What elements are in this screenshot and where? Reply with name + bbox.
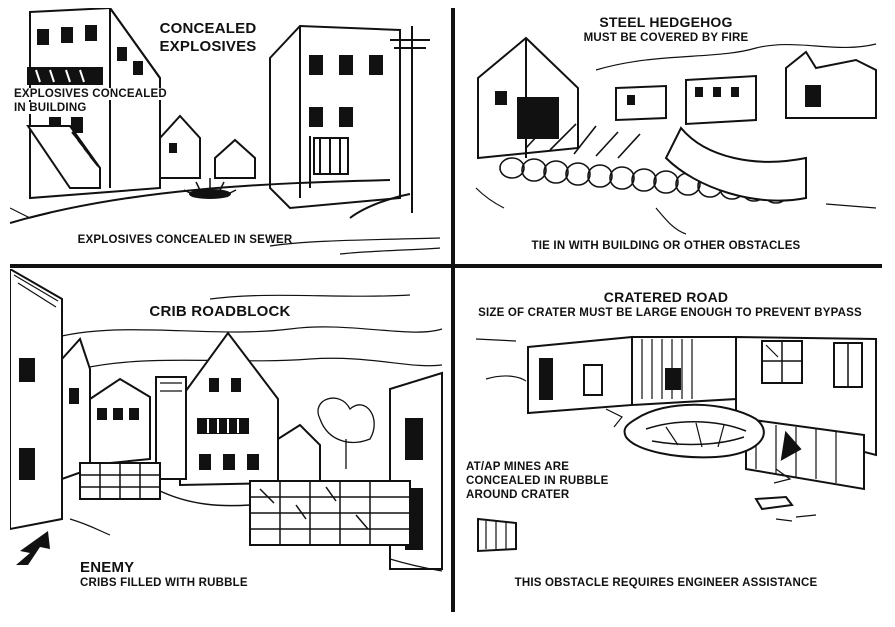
panel-crib-roadblock: CRIB ROADBLOCK ENEMY CRIBS FILLED WITH R… <box>10 269 450 612</box>
panel-steel-hedgehog: STEEL HEDGEHOG MUST BE COVERED BY FIRE T… <box>456 8 884 263</box>
concealed-explosives-title-line1: CONCEALED <box>159 20 257 37</box>
mines-label-line2: CONCEALED IN RUBBLE <box>466 475 609 487</box>
mines-label-line1: AT/AP MINES ARE <box>466 461 570 473</box>
crib-roadblock-illustration <box>10 269 443 572</box>
mines-label-line3: AROUND CRATER <box>466 489 570 501</box>
enemy-label: ENEMY <box>80 559 135 576</box>
panel-concealed-explosives: CONCEALED EXPLOSIVES EXPLOSIVES CONCEALE… <box>10 8 450 263</box>
concealed-explosives-illustration <box>10 8 441 255</box>
cratered-road-illustration <box>475 335 877 553</box>
vertical-divider <box>451 8 455 612</box>
sewer-explosives-caption: EXPLOSIVES CONCEALED IN SEWER <box>77 234 293 246</box>
crib-roadblock-title: CRIB ROADBLOCK <box>149 303 291 320</box>
arrow-down-left-icon <box>16 531 50 565</box>
steel-hedgehog-illustration <box>475 36 877 235</box>
cratered-road-title: CRATERED ROAD <box>603 289 729 305</box>
horizontal-divider <box>10 264 882 268</box>
panel-cratered-road: CRATERED ROAD SIZE OF CRATER MUST BE LAR… <box>456 269 884 612</box>
crib-roadblock-caption: CRIBS FILLED WITH RUBBLE <box>80 577 248 589</box>
concealed-explosives-title-line2: EXPLOSIVES <box>159 38 257 55</box>
building-explosives-label-line2: IN BUILDING <box>14 102 87 114</box>
cratered-road-subtitle: SIZE OF CRATER MUST BE LARGE ENOUGH TO P… <box>478 307 862 319</box>
steel-hedgehog-title: STEEL HEDGEHOG <box>599 14 733 30</box>
building-explosives-label-line1: EXPLOSIVES CONCEALED <box>14 88 167 100</box>
steel-hedgehog-subtitle: MUST BE COVERED BY FIRE <box>583 32 749 44</box>
steel-hedgehog-caption: TIE IN WITH BUILDING OR OTHER OBSTACLES <box>531 240 801 252</box>
cratered-road-caption: THIS OBSTACLE REQUIRES ENGINEER ASSISTAN… <box>514 577 818 589</box>
